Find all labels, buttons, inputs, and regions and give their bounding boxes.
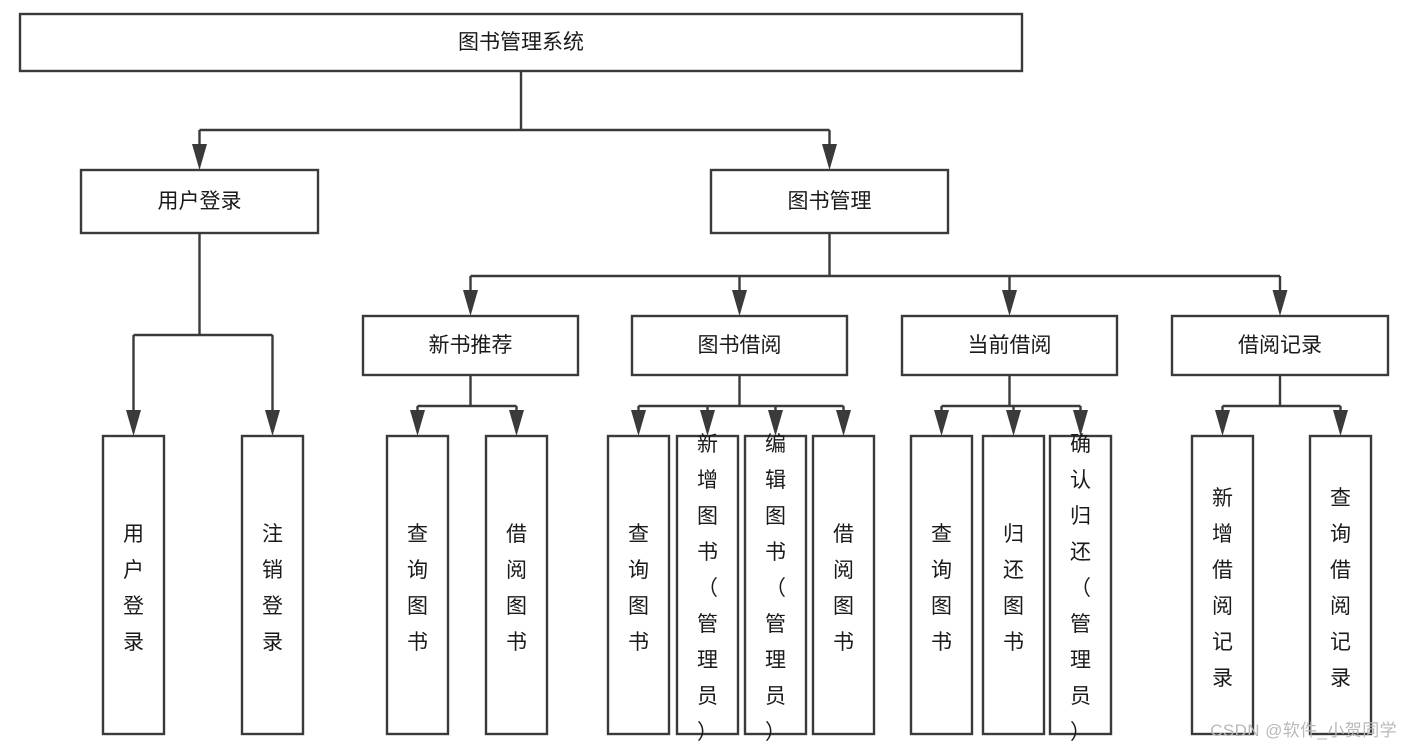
- node-box[interactable]: [1190, 434, 1255, 736]
- node-label: 新书推荐: [429, 334, 513, 357]
- node-label: 当前借阅: [968, 334, 1052, 357]
- node-leaf-cur-3[interactable]: 确认归还（管理员）: [1048, 433, 1113, 744]
- node-label: 借阅图书: [506, 523, 527, 654]
- node-leaf-borrow-4[interactable]: 借阅图书: [811, 434, 876, 736]
- node-leaf-rec-1[interactable]: 新增借阅记录: [1190, 434, 1255, 736]
- node-box[interactable]: [385, 434, 450, 736]
- arrow-head-icon: [463, 290, 478, 316]
- node-label: 借阅图书: [833, 523, 854, 654]
- connector-group-current: [934, 375, 1088, 436]
- node-label: 归还图书: [1003, 523, 1024, 654]
- node-leaf-new-2[interactable]: 借阅图书: [484, 434, 549, 736]
- node-box[interactable]: [1048, 434, 1113, 736]
- node-bookmgmt[interactable]: 图书管理: [709, 168, 950, 235]
- node-root[interactable]: 图书管理系统: [18, 12, 1024, 73]
- node-leaf-login-1[interactable]: 用户登录: [101, 434, 166, 736]
- node-box[interactable]: [606, 434, 671, 736]
- node-box[interactable]: [709, 168, 950, 235]
- connector-group-records: [1215, 375, 1348, 436]
- arrow-head-icon: [192, 144, 207, 170]
- connector-group-login: [126, 233, 280, 436]
- node-box[interactable]: [79, 168, 320, 235]
- arrow-head-icon: [509, 410, 524, 436]
- arrow-head-icon: [631, 410, 646, 436]
- node-box[interactable]: [101, 434, 166, 736]
- node-label: 图书管理: [788, 190, 872, 213]
- node-box[interactable]: [675, 434, 740, 736]
- node-label: 图书借阅: [698, 334, 782, 357]
- node-box[interactable]: [1308, 434, 1373, 736]
- connector-group-root: [192, 71, 837, 170]
- node-label: 查询图书: [931, 523, 952, 654]
- node-leaf-login-2[interactable]: 注销登录: [240, 434, 305, 736]
- node-box[interactable]: [811, 434, 876, 736]
- nodes-layer: 图书管理系统用户登录图书管理新书推荐图书借阅当前借阅借阅记录用户登录注销登录查询…: [18, 12, 1390, 744]
- node-leaf-cur-2[interactable]: 归还图书: [981, 434, 1046, 736]
- node-label: 用户登录: [158, 190, 242, 213]
- node-leaf-borrow-2[interactable]: 新增图书（管理员）: [675, 433, 740, 744]
- node-box[interactable]: [630, 314, 849, 377]
- node-leaf-rec-2[interactable]: 查询借阅记录: [1308, 434, 1373, 736]
- arrow-head-icon: [700, 410, 715, 436]
- arrow-head-icon: [768, 410, 783, 436]
- node-label: 用户登录: [123, 523, 144, 654]
- arrow-head-icon: [1002, 290, 1017, 316]
- arrow-head-icon: [265, 410, 280, 436]
- node-leaf-new-1[interactable]: 查询图书: [385, 434, 450, 736]
- node-label: 查询图书: [628, 523, 649, 654]
- node-label: 图书管理系统: [458, 31, 584, 54]
- arrow-head-icon: [410, 410, 425, 436]
- connector-group-bookmgmt: [463, 233, 1288, 316]
- connector-group-newbook: [410, 375, 524, 436]
- arrow-head-icon: [836, 410, 851, 436]
- arrow-head-icon: [822, 144, 837, 170]
- node-box[interactable]: [1170, 314, 1390, 377]
- node-leaf-borrow-1[interactable]: 查询图书: [606, 434, 671, 736]
- connector-group-borrow: [631, 375, 851, 436]
- node-box[interactable]: [743, 434, 808, 736]
- node-box[interactable]: [484, 434, 549, 736]
- node-label: 查询图书: [407, 523, 428, 654]
- arrow-head-icon: [934, 410, 949, 436]
- node-borrow[interactable]: 图书借阅: [630, 314, 849, 377]
- node-box[interactable]: [18, 12, 1024, 73]
- node-label: 新增图书（管理员）: [697, 433, 718, 744]
- node-leaf-borrow-3[interactable]: 编辑图书（管理员）: [743, 433, 808, 744]
- arrow-head-icon: [1006, 410, 1021, 436]
- arrow-head-icon: [1073, 410, 1088, 436]
- node-label: 编辑图书（管理员）: [765, 433, 786, 744]
- node-box[interactable]: [240, 434, 305, 736]
- arrow-head-icon: [1215, 410, 1230, 436]
- node-label: 确认归还（管理员）: [1070, 433, 1091, 744]
- node-label: 查询借阅记录: [1330, 487, 1351, 690]
- node-records[interactable]: 借阅记录: [1170, 314, 1390, 377]
- connectors-layer: [126, 71, 1348, 436]
- node-box[interactable]: [909, 434, 974, 736]
- node-login[interactable]: 用户登录: [79, 168, 320, 235]
- node-box[interactable]: [981, 434, 1046, 736]
- arrow-head-icon: [1272, 290, 1288, 316]
- arrow-head-icon: [732, 290, 747, 316]
- node-label: 新增借阅记录: [1212, 487, 1233, 690]
- node-label: 注销登录: [262, 523, 283, 654]
- node-box[interactable]: [361, 314, 580, 377]
- arrow-head-icon: [1333, 410, 1348, 436]
- arrow-head-icon: [126, 410, 141, 436]
- node-newbook[interactable]: 新书推荐: [361, 314, 580, 377]
- node-box[interactable]: [900, 314, 1119, 377]
- node-leaf-cur-1[interactable]: 查询图书: [909, 434, 974, 736]
- node-label: 借阅记录: [1238, 334, 1322, 357]
- node-current[interactable]: 当前借阅: [900, 314, 1119, 377]
